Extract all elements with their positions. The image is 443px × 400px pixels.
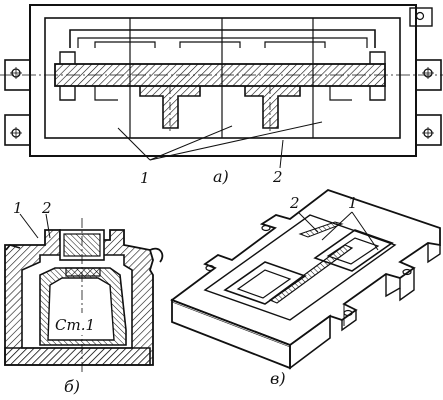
view-v-isometric <box>170 188 441 370</box>
view-v-label-2: 2 <box>289 194 300 212</box>
view-v-label-1: 1 <box>348 194 358 212</box>
view-b-caption: б) <box>64 377 80 396</box>
view-a-mold-plan <box>0 4 443 169</box>
view-a-label-2: 2 <box>272 168 283 186</box>
view-b-section <box>4 213 164 372</box>
view-v-caption: в) <box>270 369 286 388</box>
view-b-material-label: Ст.1 <box>55 316 95 334</box>
view-a-caption: а) <box>213 167 229 186</box>
view-b-label-1: 1 <box>13 199 23 217</box>
mounting-ears <box>4 7 442 146</box>
view-a-label-1: 1 <box>140 169 150 187</box>
view-b-label-2: 2 <box>41 199 52 217</box>
gates <box>139 86 301 132</box>
